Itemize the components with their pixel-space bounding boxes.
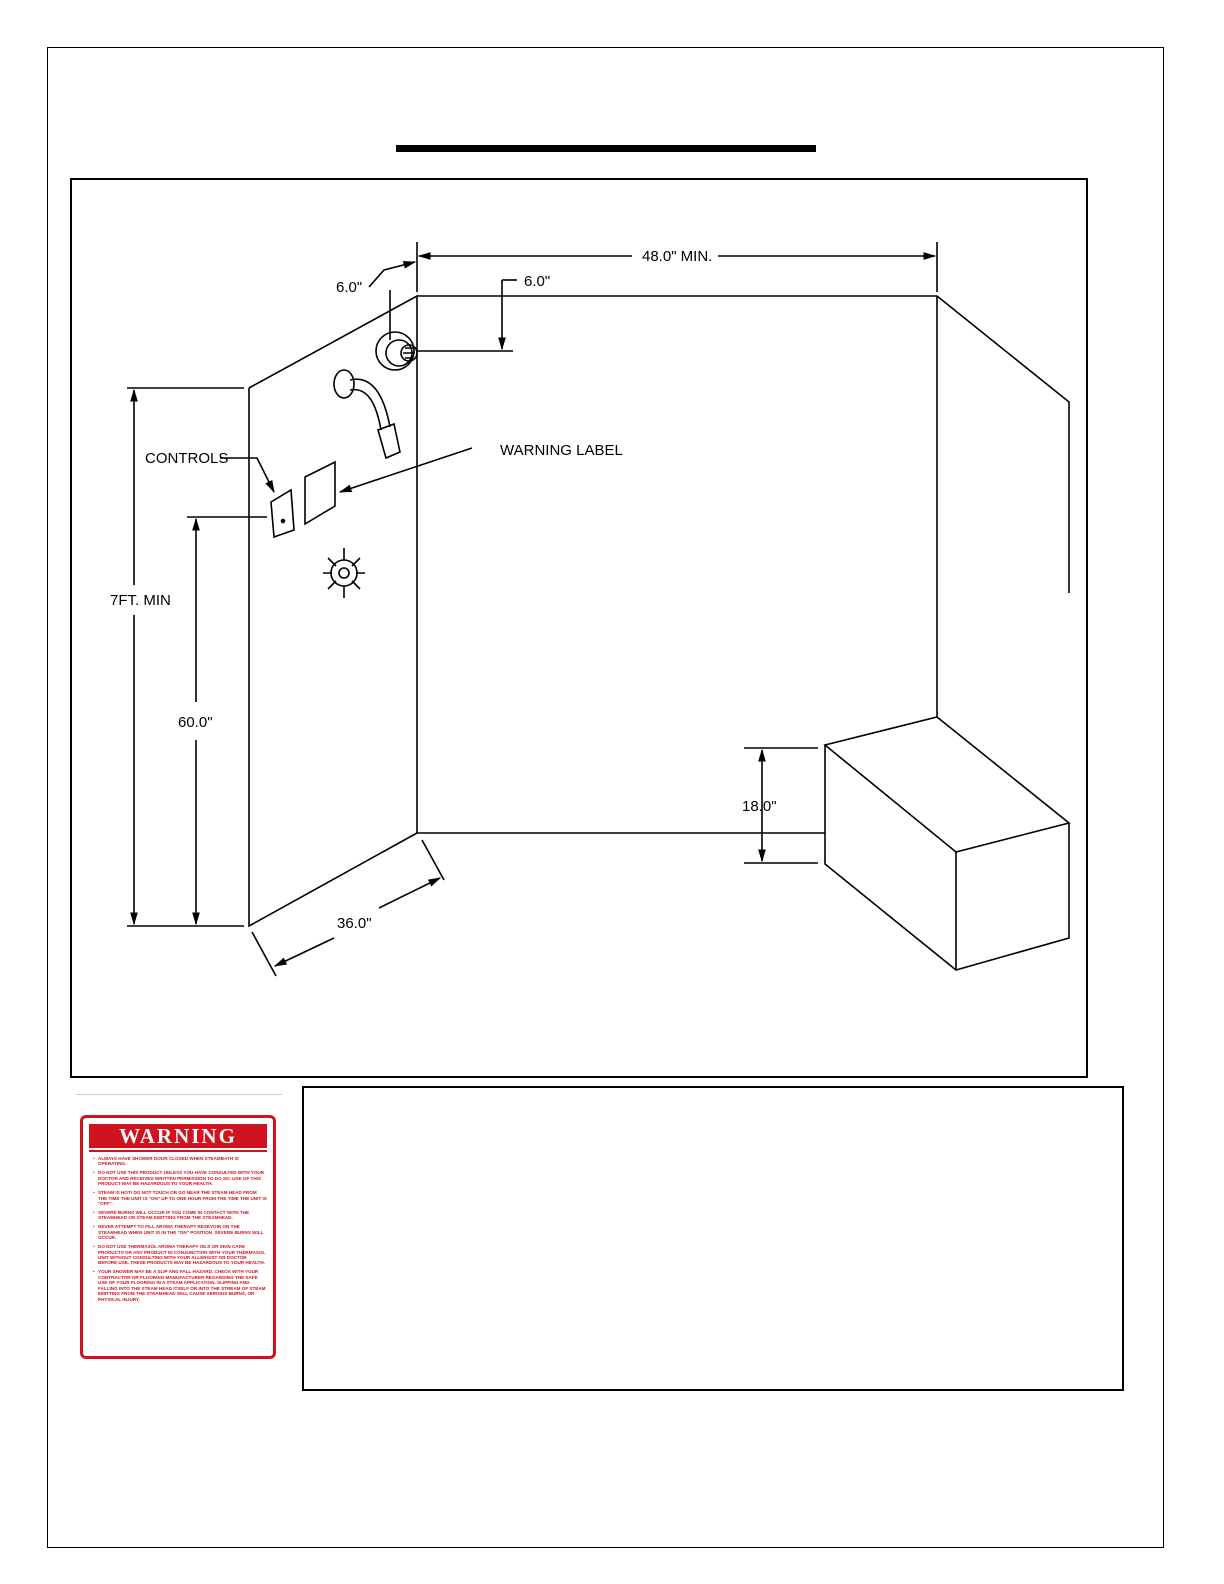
label-controls-height: 60.0" bbox=[178, 714, 213, 731]
warning-list: ALWAYS HAVE SHOWER DOOR CLOSED WHEN STEA… bbox=[83, 1156, 273, 1302]
label-steamhead-side: 6.0" bbox=[336, 279, 362, 296]
controls-box bbox=[270, 488, 295, 539]
warning-item: YOUR SHOWER MAY BE A SLIP AND FALL HAZAR… bbox=[93, 1269, 267, 1301]
warning-item: DO NOT USE THIS PRODUCT UNLESS YOU HAVE … bbox=[93, 1170, 267, 1186]
warning-divider bbox=[89, 1150, 267, 1152]
right-wall bbox=[936, 295, 1070, 593]
warning-item: ALWAYS HAVE SHOWER DOOR CLOSED WHEN STEA… bbox=[93, 1156, 267, 1167]
warning-title: WARNING bbox=[89, 1124, 267, 1148]
shower-diagram: 48.0" MIN. 6.0" 6.0" CONTROLS WARNING LA… bbox=[110, 242, 1071, 977]
page-border bbox=[47, 47, 1164, 1548]
label-steamhead-top: 6.0" bbox=[524, 273, 550, 290]
warning-item: NEVER ATTEMPT TO FILL AROMA THERAPY RESE… bbox=[93, 1224, 267, 1240]
label-controls: CONTROLS bbox=[145, 450, 228, 467]
warning-card: WARNING ALWAYS HAVE SHOWER DOOR CLOSED W… bbox=[76, 1094, 282, 1372]
warning-item: STEAM IS HOT! DO NOT TOUCH OR GO NEAR TH… bbox=[93, 1190, 267, 1206]
title-bar bbox=[396, 145, 816, 152]
label-height-7ft: 7FT. MIN bbox=[110, 592, 171, 609]
bench-front bbox=[824, 745, 1070, 971]
note-box bbox=[302, 1086, 1124, 1391]
warning-item: DO NOT USE THERMASOL AROMA THERAPY OILS … bbox=[93, 1244, 267, 1266]
diagram-frame: 48.0" MIN. 6.0" 6.0" CONTROLS WARNING LA… bbox=[70, 178, 1088, 1078]
bench-top bbox=[823, 716, 1071, 853]
warning-item: SEVERE BURNS WILL OCCUR IF YOU COME IN C… bbox=[93, 1210, 267, 1221]
warning-card-border: WARNING ALWAYS HAVE SHOWER DOOR CLOSED W… bbox=[80, 1115, 276, 1359]
label-warning-label: WARNING LABEL bbox=[500, 442, 623, 459]
label-width-48: 48.0" MIN. bbox=[642, 248, 712, 265]
label-depth-36: 36.0" bbox=[337, 915, 372, 932]
warning-label-square bbox=[304, 460, 336, 526]
label-bench-height: 18.0" bbox=[742, 798, 777, 815]
left-wall bbox=[248, 294, 418, 928]
